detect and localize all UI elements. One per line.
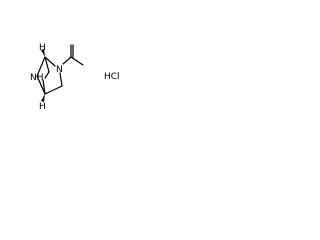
salt-label: HCl	[104, 72, 120, 82]
stereo-wedge-bottom	[41, 94, 45, 102]
bond-c1-c2	[36, 56, 46, 77]
structure-drawing: N NH H H HCl	[30, 43, 120, 112]
bond-c3-bridge	[42, 79, 46, 95]
stereo-h-bottom-label: H	[39, 102, 46, 112]
acetyl-group	[62, 44, 84, 66]
bond-c1-c5	[44, 56, 50, 73]
bond-carbonyl-methyl	[70, 56, 84, 66]
bond-c1-n-amide	[44, 56, 56, 67]
molecule-canvas: N NH H H HCl	[0, 0, 152, 152]
bond-c4-n-amide	[59, 72, 63, 87]
bond-n-carbonyl	[62, 56, 72, 65]
stereo-h-top-label: H	[39, 43, 46, 53]
amine-nitrogen-label: NH	[30, 73, 44, 83]
bond-c2-c3	[36, 75, 46, 95]
stereo-wedge-top	[41, 49, 45, 57]
ring-bonds	[36, 56, 63, 95]
bond-c3-c4	[44, 85, 63, 95]
amide-nitrogen-label: N	[56, 65, 63, 75]
bond-c5-n-amine	[44, 71, 50, 79]
